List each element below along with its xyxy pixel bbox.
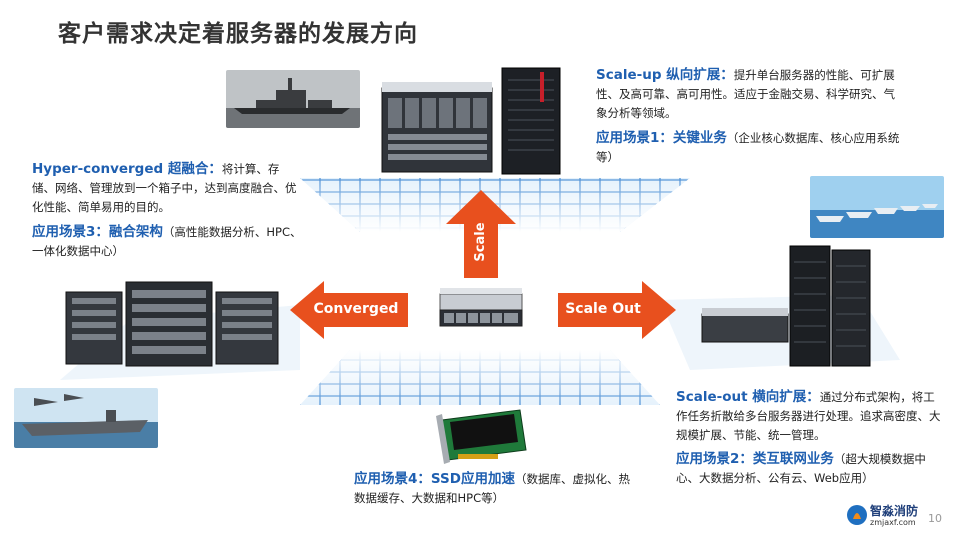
hyper-body: 将计算、存储、网络、管理放到一个箱子中，达到高度融合、优化性能、简单易用的目的。 [32, 162, 297, 214]
converged-servers-icon [65, 281, 279, 367]
scenario3-body: （高性能数据分析、HPC、一体化数据中心） [32, 225, 302, 258]
scale-out-body: 通过分布式架构，将工作任务折散给多台服务器进行处理。追求高密度、大规模扩展、节能… [676, 390, 941, 442]
scenario1-body: （企业核心数据库、核心应用系统等） [596, 131, 900, 164]
scale-out-heading: Scale-out 横向扩展： [676, 389, 820, 405]
scenario4-heading: 应用场景4：SSD应用加速 [354, 471, 515, 487]
hyper-heading: Hyper-converged 超融合： [32, 161, 222, 177]
scenario3-heading: 应用场景3：融合架构 [32, 224, 163, 240]
hyper-converged-description: Hyper-converged 超融合：将计算、存储、网络、管理放到一个箱子中，… [32, 160, 302, 261]
tower-server-icon [501, 67, 561, 175]
rack-server-icon [439, 288, 523, 327]
ssd-description: 应用场景4：SSD应用加速（数据库、虚拟化、热数据缓存、大数据和HPC等） [354, 470, 634, 508]
scale-up-heading: Scale-up 纵向扩展： [596, 67, 734, 83]
watermark-name: 智淼消防 [870, 504, 919, 518]
converged-arrow [290, 281, 408, 339]
scale-out-description: Scale-out 横向扩展：通过分布式架构，将工作任务折散给多台服务器进行处理… [676, 388, 946, 488]
ssd-card-icon [436, 409, 527, 464]
aircraft-carrier-photo [14, 388, 158, 448]
watermark-url: zmjaxf.com [870, 518, 916, 527]
scenario1-heading: 应用场景1：关键业务 [596, 130, 727, 146]
blade-enclosure-icon [381, 82, 493, 173]
rack-cabinets-icon [701, 245, 871, 367]
scale-out-label: Scale Out [565, 301, 641, 317]
watermark-logo: 智淼消防 zmjaxf.com [846, 500, 926, 534]
scale-out-arrow [558, 281, 676, 339]
scale-up-label: Scale Up [473, 222, 528, 262]
scenario4-body: （数据库、虚拟化、热数据缓存、大数据和HPC等） [354, 472, 630, 505]
fleet-photo [810, 176, 944, 238]
page-title: 客户需求决定着服务器的发展方向 [58, 21, 418, 47]
converged-label: Converged [313, 301, 399, 317]
scale-up-description: Scale-up 纵向扩展：提升单台服务器的性能、可扩展性、及高可靠、高可用性。… [596, 66, 906, 167]
battleship-photo [226, 70, 360, 128]
page-number: 10 [928, 512, 942, 525]
scenario2-heading: 应用场景2：类互联网业务 [676, 451, 834, 467]
scale-up-arrow [446, 190, 516, 278]
scenario2-body: （超大规模数据中心、大数据分析、公有云、Web应用） [676, 452, 926, 485]
scale-up-body: 提升单台服务器的性能、可扩展性、及高可靠、高可用性。适应于金融交易、科学研究、气… [596, 68, 895, 120]
flame-logo-icon [847, 505, 867, 525]
